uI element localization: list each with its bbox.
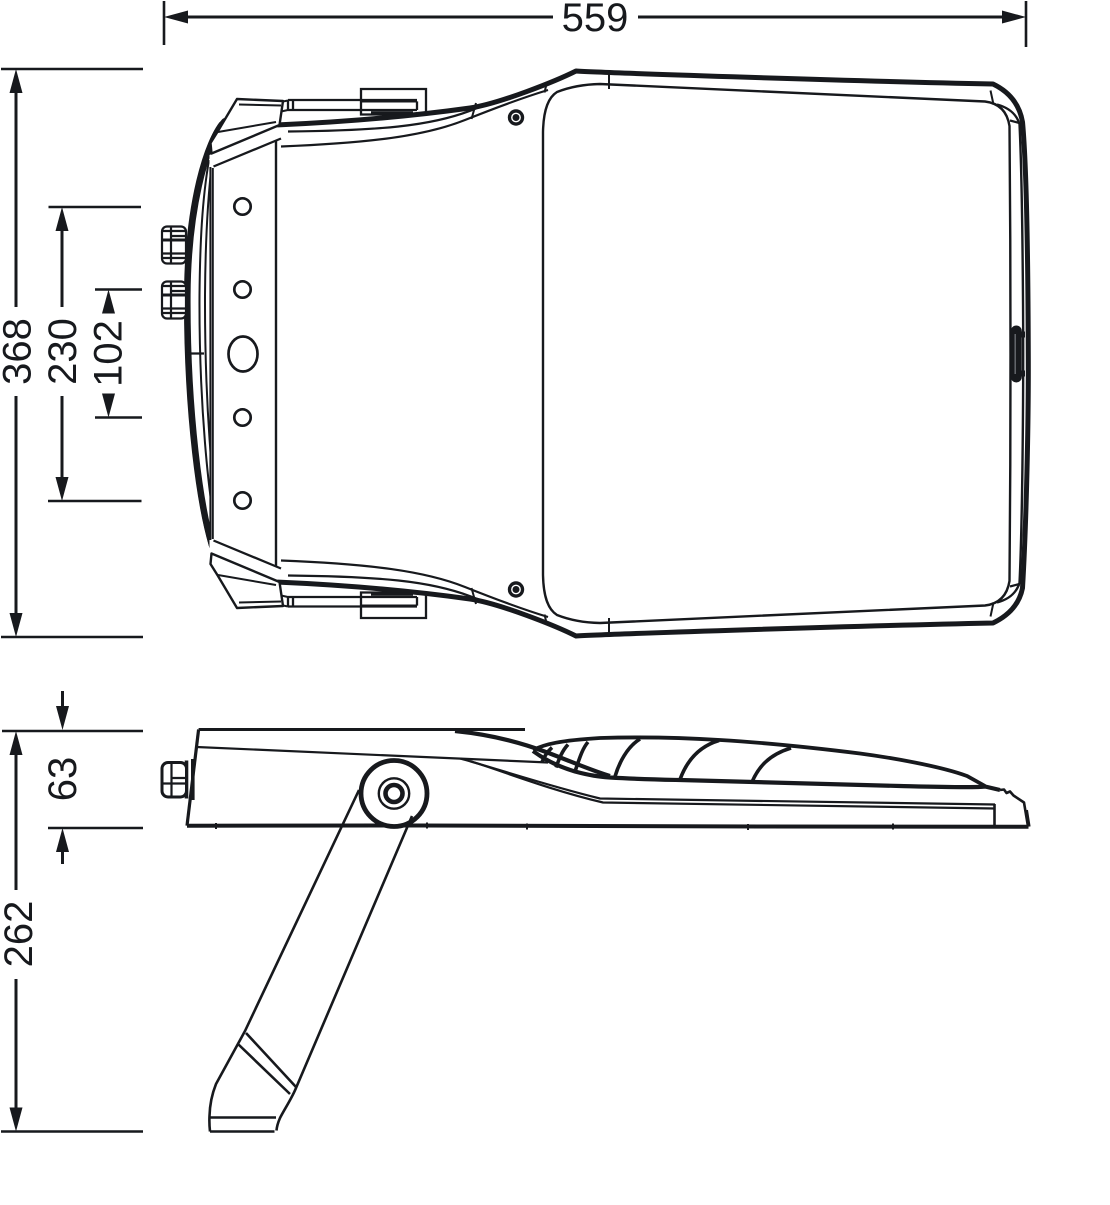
svg-text:559: 559: [562, 0, 629, 40]
svg-text:262: 262: [0, 901, 41, 968]
svg-text:368: 368: [0, 318, 40, 385]
svg-text:102: 102: [87, 320, 131, 387]
svg-text:230: 230: [41, 318, 85, 385]
svg-text:63: 63: [41, 757, 85, 802]
